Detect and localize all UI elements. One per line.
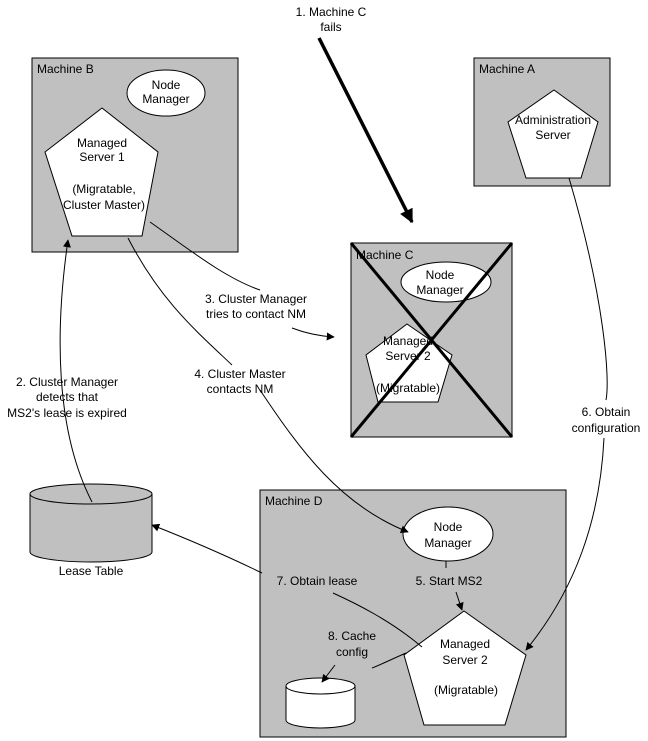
machine-b-label: Machine B (37, 62, 94, 76)
lease-table-cylinder (29, 483, 153, 563)
step-8-line2: config (336, 645, 368, 659)
step-4-line2: contacts NM (207, 382, 274, 396)
step-2-line1: 2. Cluster Manager (16, 375, 118, 389)
start-ms2-arrow (445, 561, 462, 610)
node-manager-c-line2: Manager (416, 283, 463, 297)
step-3-line2: tries to contact NM (206, 307, 306, 321)
managed-server-2-line3: (Migratable) (434, 683, 498, 697)
machine-c-label: Machine C (356, 248, 414, 262)
step-3-label: 3. Cluster Manager tries to contact NM (205, 292, 307, 321)
step-6-line1: 6. Obtain (582, 405, 631, 419)
step-7-label: 7. Obtain lease (277, 574, 358, 588)
lease-check-arrow (59, 239, 93, 503)
machine-d-label: Machine D (265, 494, 323, 508)
managed-server-2-failed-line1: Managed (383, 334, 433, 348)
step-8-label: 8. Cache config (328, 629, 376, 659)
managed-server-2: Managed Server 2 (Migratable) (403, 610, 527, 726)
machine-a-label: Machine A (479, 62, 535, 76)
node-manager-d-line1: Node (434, 520, 463, 534)
managed-server-2-line2: Server 2 (442, 653, 488, 667)
lease-table-label: Lease Table (59, 564, 124, 578)
obtain-lease-arrow (152, 525, 423, 648)
contact-nm-c-arrow (149, 221, 334, 337)
step-2-label: 2. Cluster Manager detects that MS2's le… (7, 375, 127, 420)
machine-c-failed-cross (349, 242, 514, 438)
managed-server-2-failed-line3: (Migratable) (376, 381, 440, 395)
step-1-line2: fails (320, 20, 341, 34)
step-1-line1: 1. Machine C (296, 5, 367, 19)
node-manager-b-line1: Node (152, 78, 181, 92)
contact-nm-d-arrow (127, 237, 408, 532)
step-2-line3: MS2's lease is expired (7, 406, 127, 420)
managed-server-1-line1: Managed (77, 136, 127, 150)
node-manager-b: Node Manager (126, 69, 206, 117)
managed-server-2-line1: Managed (440, 637, 490, 651)
obtain-configuration-arrow (526, 177, 608, 650)
managed-server-1-line2: Server 1 (79, 150, 125, 164)
step-3-line1: 3. Cluster Manager (205, 292, 307, 306)
step-4-line1: 4. Cluster Master (194, 367, 285, 381)
step-5-label: 5. Start MS2 (416, 574, 483, 588)
step-8-line1: 8. Cache (328, 629, 376, 643)
step-2-line2: detects that (36, 390, 99, 404)
step-6-line2: configuration (572, 421, 641, 435)
machine-c-fails-arrow (317, 37, 414, 224)
node-manager-d-line2: Manager (424, 536, 471, 550)
administration-server-line1: Administration (515, 113, 591, 127)
node-manager-c-line1: Node (426, 268, 455, 282)
managed-server-1-line3: (Migratable, (72, 182, 135, 196)
cache-config-arrow (322, 652, 407, 682)
node-manager-b-line2: Manager (142, 92, 189, 106)
step-1-label: 1. Machine C fails (296, 5, 367, 34)
step-4-label: 4. Cluster Master contacts NM (194, 367, 285, 396)
managed-server-1-line4: Cluster Master) (63, 198, 145, 212)
node-manager-d: Node Manager (402, 506, 494, 562)
administration-server-line2: Server (535, 128, 570, 142)
config-cache-cylinder (285, 677, 356, 729)
managed-server-1: Managed Server 1 (Migratable, Cluster Ma… (44, 107, 159, 237)
node-manager-c: Node Manager (400, 261, 492, 303)
administration-server: Administration Server (507, 89, 599, 179)
step-6-label: 6. Obtain configuration (572, 405, 641, 435)
